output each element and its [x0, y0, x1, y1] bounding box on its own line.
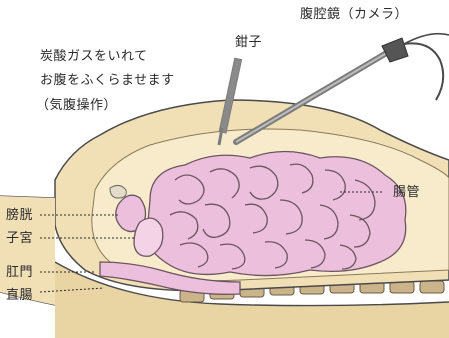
anus-label: 肛門 — [6, 266, 33, 279]
gas-label-line1: 炭酸ガスをいれて — [40, 50, 148, 63]
gas-label-line2: お腹をふくらませます — [40, 74, 175, 87]
rectum-label: 直腸 — [6, 289, 33, 302]
forceps-label: 鉗子 — [235, 36, 262, 49]
bladder-label: 膀胱 — [6, 209, 33, 222]
uterus-label: 子宮 — [6, 232, 33, 245]
laparoscope-label: 腹腔鏡（カメラ） — [300, 8, 408, 21]
gas-label-line3: （気腹操作） — [36, 99, 117, 112]
intestines — [146, 152, 406, 276]
intestine-label: 腸管 — [393, 186, 420, 199]
